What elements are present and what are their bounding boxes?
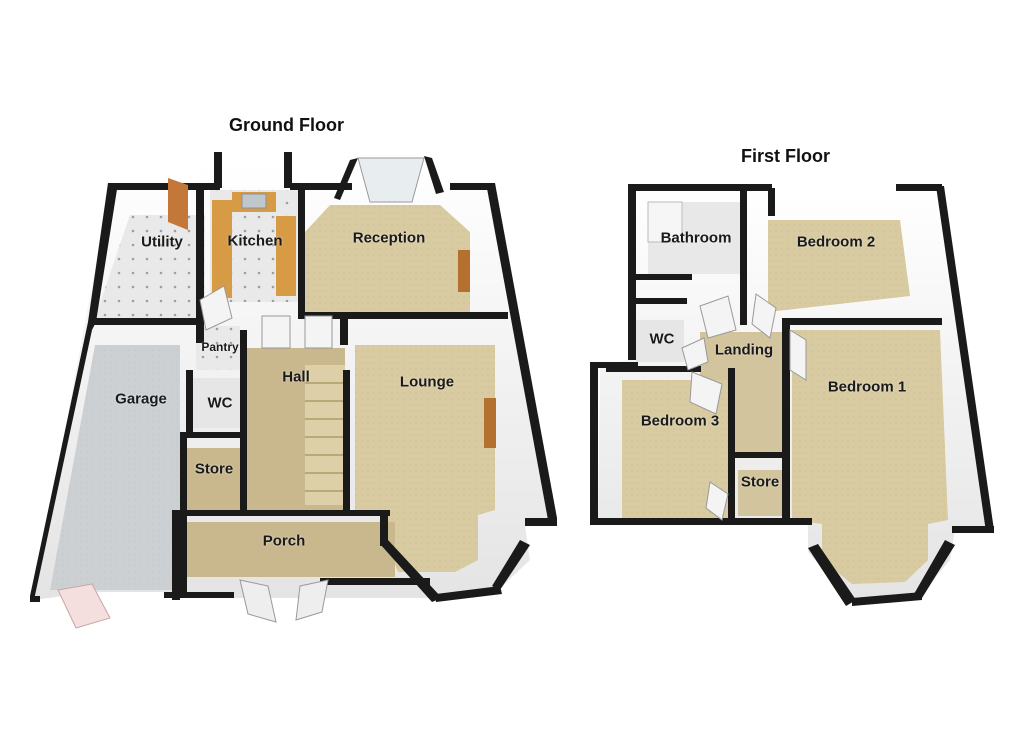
kitchen-unit-left xyxy=(212,200,232,298)
bedroom-2-door xyxy=(751,293,777,339)
room-label-bedroom-1: Bedroom 1 xyxy=(827,378,907,396)
store-floor xyxy=(185,448,240,510)
room-label-kitchen: Kitchen xyxy=(227,232,283,250)
store-door xyxy=(705,481,729,521)
staircase xyxy=(305,365,345,505)
first-floor-doors xyxy=(681,293,807,521)
room-label-first-floor-wc: WC xyxy=(649,330,675,348)
room-label-porch: Porch xyxy=(262,532,306,550)
kitchen-sink xyxy=(241,193,267,209)
room-label-garage: Garage xyxy=(115,390,167,408)
porch-floor xyxy=(185,522,395,577)
room-label-hall: Hall xyxy=(282,368,310,386)
wc-door xyxy=(681,337,709,371)
bedroom-3-door xyxy=(689,371,723,415)
room-label-reception: Reception xyxy=(352,229,426,247)
ground-floor-title: Ground Floor xyxy=(229,115,344,135)
reception-floor xyxy=(305,205,470,312)
ground-floor-walls xyxy=(30,152,557,602)
bedroom-2-floor xyxy=(768,220,910,312)
room-label-wc: WC xyxy=(207,394,233,412)
bedroom-1-door xyxy=(789,329,807,381)
bathroom-door xyxy=(699,295,737,339)
first-floor-walls xyxy=(590,184,994,606)
garage-floor xyxy=(50,345,180,590)
lounge-fireplace xyxy=(484,398,496,448)
kitchen-unit-right xyxy=(276,216,296,296)
room-label-bedroom-3: Bedroom 3 xyxy=(640,412,720,430)
room-label-utility: Utility xyxy=(141,233,183,251)
room-label-bathroom: Bathroom xyxy=(660,229,732,247)
garage-door xyxy=(57,583,111,629)
first-floor-store-floor xyxy=(738,470,786,516)
room-label-pantry: Pantry xyxy=(201,340,239,354)
utility-door xyxy=(168,178,188,230)
ground-floor-doors xyxy=(57,157,425,629)
lounge-door xyxy=(304,315,333,349)
reception-patio-doors xyxy=(357,157,425,203)
ground-floor xyxy=(30,152,557,629)
kitchen-door xyxy=(199,285,233,331)
first-floor-title: First Floor xyxy=(741,146,830,166)
utility-floor xyxy=(95,215,205,318)
room-label-first-floor-store: Store xyxy=(740,473,780,491)
wc-floor xyxy=(190,378,240,428)
room-label-bedroom-2: Bedroom 2 xyxy=(796,233,876,251)
first-floor xyxy=(590,184,994,606)
room-label-lounge: Lounge xyxy=(399,373,455,391)
room-label-store: Store xyxy=(194,460,234,478)
porch-door-left xyxy=(239,579,277,623)
room-label-landing: Landing xyxy=(714,341,774,359)
bedroom-1-floor xyxy=(792,330,948,584)
first-floor-wc-floor xyxy=(636,320,684,362)
shower-tray xyxy=(647,201,683,243)
reception-fireplace xyxy=(458,250,470,292)
porch-door-right xyxy=(295,579,329,621)
hall-door xyxy=(261,315,291,349)
